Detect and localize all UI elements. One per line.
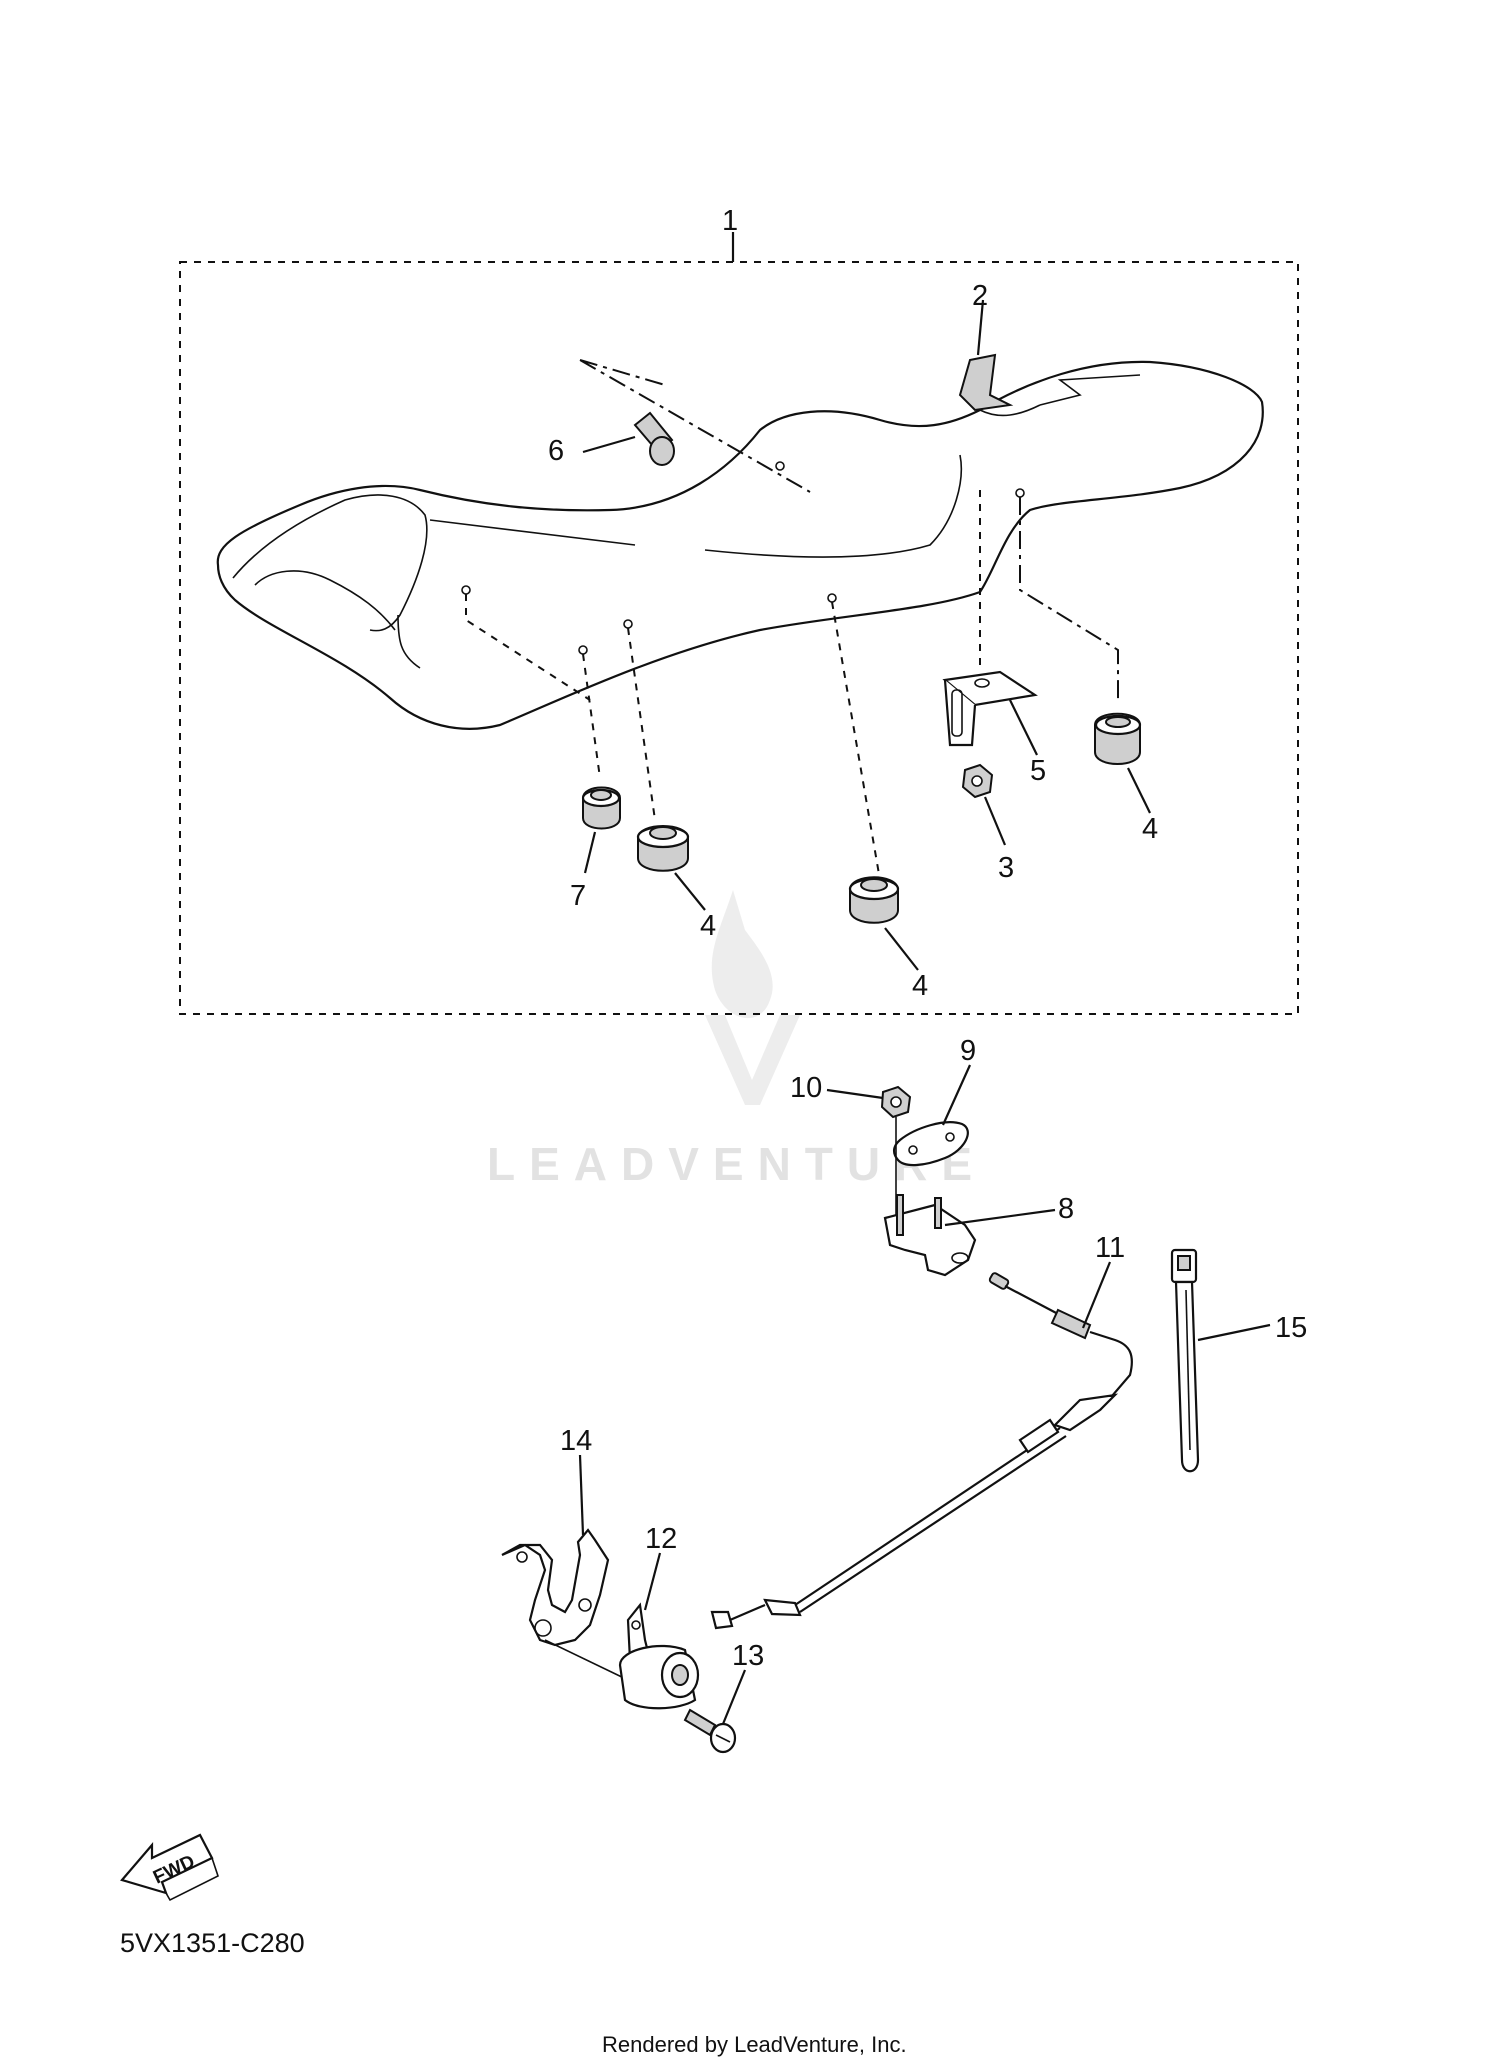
callout-1: 1	[722, 205, 738, 237]
damper-7	[581, 786, 621, 830]
nut-3	[961, 763, 994, 799]
callout-5: 5	[1030, 755, 1046, 787]
callout-4-right: 4	[1142, 813, 1158, 845]
callout-14: 14	[560, 1425, 592, 1457]
watermark: LEADVENTURE	[487, 890, 986, 1190]
callouts: 1 2 3 4 4 4 5 6 7 8 9 10 11 12 13 14 15	[548, 205, 1307, 1672]
callout-4-center: 4	[912, 970, 928, 1002]
damper-4-center	[848, 876, 900, 924]
callout-9: 9	[960, 1035, 976, 1067]
seat-strap	[958, 353, 1014, 412]
bolt-6	[633, 411, 675, 466]
callout-13: 13	[732, 1640, 764, 1672]
nut-10	[880, 1085, 912, 1119]
bracket-5	[942, 670, 1038, 747]
cable-tie-15	[1170, 1248, 1200, 1473]
callout-3: 3	[998, 852, 1014, 884]
callout-15: 15	[1275, 1312, 1307, 1344]
fwd-arrow-icon: FWD	[120, 1833, 219, 1902]
callout-12: 12	[645, 1523, 677, 1555]
footer-credit: Rendered by LeadVenture, Inc.	[602, 2032, 907, 2057]
callout-7: 7	[570, 880, 586, 912]
callout-2: 2	[972, 280, 988, 312]
cable-11	[710, 1272, 1133, 1630]
watermark-text: LEADVENTURE	[487, 1138, 986, 1190]
assembly-box	[179, 261, 1299, 1015]
plate-9	[893, 1121, 969, 1167]
mount-guide-lines	[461, 488, 1119, 881]
lock-12	[618, 1602, 700, 1710]
watermark-logo-icon	[705, 890, 800, 1105]
callout-6: 6	[548, 435, 564, 467]
callout-11: 11	[1095, 1232, 1125, 1264]
callout-10: 10	[790, 1072, 822, 1104]
bracket-8	[883, 1194, 977, 1277]
callout-4-left: 4	[700, 910, 716, 942]
callout-8: 8	[1058, 1193, 1074, 1225]
damper-4-left	[636, 825, 690, 872]
damper-4-right	[1094, 712, 1142, 765]
screw-13	[683, 1708, 737, 1754]
seat	[216, 360, 1264, 730]
bracket-14	[501, 1528, 610, 1647]
diagram-code: 5VX1351-C280	[120, 1928, 305, 1958]
